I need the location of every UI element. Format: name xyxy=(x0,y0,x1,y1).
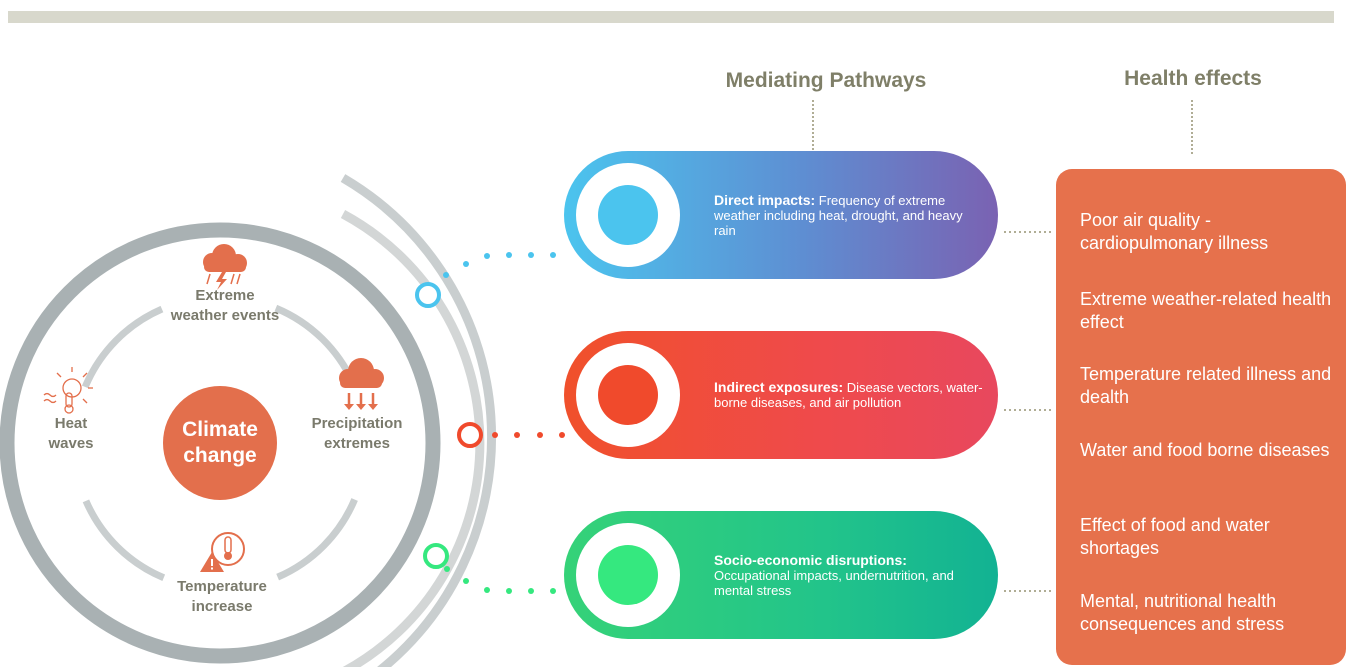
direct-impacts-dot xyxy=(598,185,658,245)
storm-cloud-icon xyxy=(203,244,247,290)
socio-connector-dots xyxy=(444,566,556,594)
socio-node xyxy=(423,543,449,569)
socio-economic-text: Socio-economic disruptions:Occupational … xyxy=(714,551,954,598)
socio-economic-pill: Socio-economic disruptions:Occupational … xyxy=(564,511,998,639)
rain-cloud-icon xyxy=(339,358,384,410)
effect-item: Mental, nutritional health consequences … xyxy=(1080,591,1285,634)
indirect-connector-dots xyxy=(492,432,565,438)
direct-impacts-pill: Direct impacts: Frequency of extreme wea… xyxy=(564,151,998,279)
mediating-pathways-heading: Mediating Pathways xyxy=(725,69,927,92)
warning-thermometer-icon xyxy=(200,532,245,572)
effect-item: Water and food borne diseases xyxy=(1080,440,1330,460)
effects-connector xyxy=(1191,100,1193,154)
top-divider-bar xyxy=(8,11,1334,23)
health-effects-heading: Health effects xyxy=(1124,67,1262,90)
effect-item: Temperature related illness and dealth xyxy=(1080,364,1332,407)
indirect-exposures-pill: Indirect exposures: Disease vectors, wat… xyxy=(564,331,998,459)
outer-ring xyxy=(0,222,441,664)
effect-item: Poor air quality - cardiopulmonary illne… xyxy=(1080,210,1269,253)
outer-arc-2 xyxy=(340,174,497,667)
indirect-node xyxy=(457,422,483,448)
effect-item: Effect of food and water shortages xyxy=(1080,515,1270,558)
indirect-exposures-dot xyxy=(598,365,658,425)
indirect-exposures-text: Indirect exposures: Disease vectors, wat… xyxy=(714,379,983,411)
mediating-connector xyxy=(812,100,814,154)
direct-connector-dots xyxy=(443,252,556,278)
direct-node xyxy=(415,282,441,308)
sun-thermometer-icon xyxy=(43,367,93,414)
effect-item: Extreme weather-related health effect xyxy=(1080,289,1332,332)
health-effects-panel: Poor air quality - cardiopulmonary illne… xyxy=(1056,169,1346,665)
direct-impacts-text: Direct impacts: Frequency of extreme wea… xyxy=(714,191,963,238)
socio-economic-dot xyxy=(598,545,658,605)
